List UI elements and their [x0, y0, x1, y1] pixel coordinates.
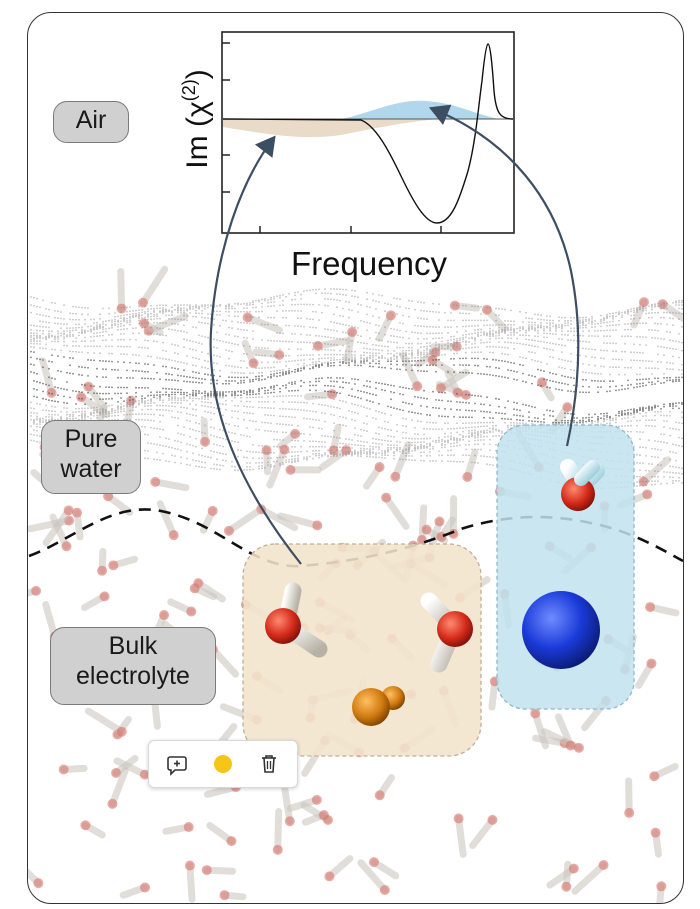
water-molecule-right: [420, 592, 473, 673]
label-bulk-line2: electrolyte: [76, 661, 190, 690]
label-pure-water: Pure water: [41, 420, 141, 494]
spectrum-curve: [222, 43, 514, 224]
scene-canvas: Im (χ(2)) Frequency: [28, 31, 683, 903]
label-bulk-line1: Bulk: [108, 632, 158, 660]
label-air-text: Air: [75, 106, 107, 134]
arrow-bulk-to-negative: [209, 135, 302, 565]
blue-ion: [522, 591, 600, 669]
x-axis-label: Frequency: [291, 245, 447, 282]
positive-fill-area: [341, 100, 499, 119]
negative-fill-area: [223, 119, 441, 138]
interface-water-molecule: [560, 459, 605, 511]
y-axis-label: Im (χ(2)): [179, 69, 214, 168]
color-dot-icon[interactable]: [208, 749, 238, 779]
comment-add-icon[interactable]: [162, 749, 192, 779]
label-pure-water-line2: water: [60, 454, 122, 483]
y-ticks: [222, 42, 230, 193]
label-air: Air: [53, 101, 129, 143]
x-ticks: [259, 226, 442, 233]
color-dot: [214, 755, 232, 773]
figure-frame: Im (χ(2)) Frequency Air Pure water Bulk …: [27, 12, 684, 904]
spectrum-plot: Im (χ(2)) Frequency: [179, 31, 515, 282]
trash-icon[interactable]: [254, 749, 284, 779]
arrow-interface-to-positive: [428, 104, 580, 447]
background-water-network: [28, 265, 683, 903]
orange-ion: [352, 686, 405, 726]
water-molecule-left: [265, 582, 328, 658]
label-bulk-electrolyte: Bulk electrolyte: [50, 627, 216, 705]
label-pure-water-line1: Pure: [64, 425, 118, 453]
annotation-toolbar: [148, 740, 298, 788]
